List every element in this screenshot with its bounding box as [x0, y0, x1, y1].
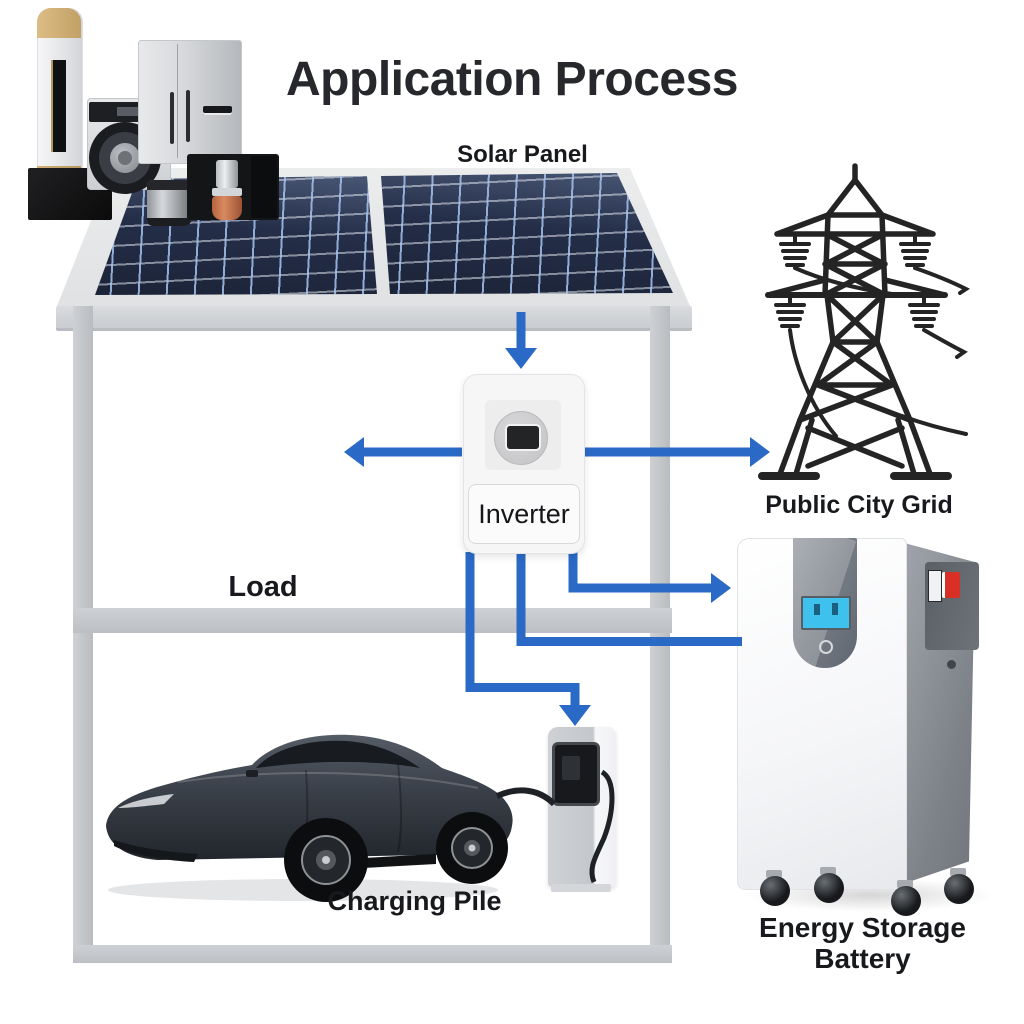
roof-fascia: [56, 306, 692, 331]
coffee-machine-kettle: [212, 196, 242, 220]
arrowhead-down: [559, 705, 591, 726]
coffee-machine-kettle-lid: [212, 188, 242, 196]
house-frame-right-post: [650, 306, 670, 963]
arrow-inverter-to-battery-upper: [568, 552, 712, 593]
label-load: Load: [228, 571, 298, 603]
battery-side-port: [947, 660, 956, 669]
air-conditioner-vent: [51, 60, 66, 152]
refrigerator-handle-right: [186, 90, 190, 142]
caster-wheel: [760, 876, 790, 906]
air-conditioner-top: [37, 8, 81, 38]
battery-logo-badge: [819, 640, 833, 654]
transmission-tower-illustration: [758, 163, 970, 480]
battery-lcd-screen: [801, 596, 851, 630]
small-appliance-base: [147, 218, 191, 226]
charging-pile-screen-glow: [562, 756, 580, 780]
coffee-machine-grinder: [216, 160, 238, 188]
refrigerator: [138, 40, 242, 164]
washing-machine-display: [117, 107, 147, 116]
house-frame-bottom-beam: [73, 945, 672, 963]
battery-lcd-glyph: [814, 604, 820, 615]
caster-wheel: [944, 874, 974, 904]
washing-machine-drum-hub: [118, 151, 132, 165]
arrow-inverter-to-charging-pile: [465, 552, 580, 706]
label-solar-panel: Solar Panel: [457, 141, 588, 168]
charging-pile-base: [551, 884, 611, 892]
battery-emergency-button: [942, 572, 960, 598]
caster-mount: [766, 870, 782, 878]
label-inverter: Inverter: [478, 498, 570, 529]
label-energy-storage-battery: Energy Storage Battery: [759, 912, 966, 974]
page-title: Application Process: [286, 53, 738, 106]
refrigerator-dispenser: [203, 106, 232, 115]
arrowhead-right: [711, 573, 731, 603]
caster-wheel: [891, 886, 921, 916]
arrowhead-left: [344, 437, 364, 467]
line-inverter-to-battery-lower: [516, 552, 742, 646]
label-charging-pile: Charging Pile: [327, 886, 502, 916]
house-frame-left-post: [73, 306, 93, 963]
caster-wheel: [814, 873, 844, 903]
electric-car-illustration: [106, 734, 513, 902]
caster-mount: [950, 868, 966, 876]
caster-mount: [820, 867, 836, 875]
label-public-city-grid: Public City Grid: [765, 491, 953, 519]
arrowhead-down: [505, 348, 537, 369]
refrigerator-handle-left: [170, 92, 174, 144]
battery-lcd-glyph: [832, 603, 838, 615]
coffee-machine-side-panel: [251, 156, 277, 218]
caster-mount: [897, 880, 913, 888]
inverter-display: [505, 424, 541, 451]
inverter-nameplate: Inverter: [468, 484, 580, 544]
small-appliance-lid: [147, 180, 191, 190]
house-frame-middle-beam: [73, 608, 672, 633]
refrigerator-door-split: [177, 44, 178, 158]
solar-panel-right: [381, 173, 673, 294]
arrowhead-right: [750, 437, 770, 467]
battery-connector-block: [928, 570, 942, 602]
charging-cable: [495, 769, 615, 883]
